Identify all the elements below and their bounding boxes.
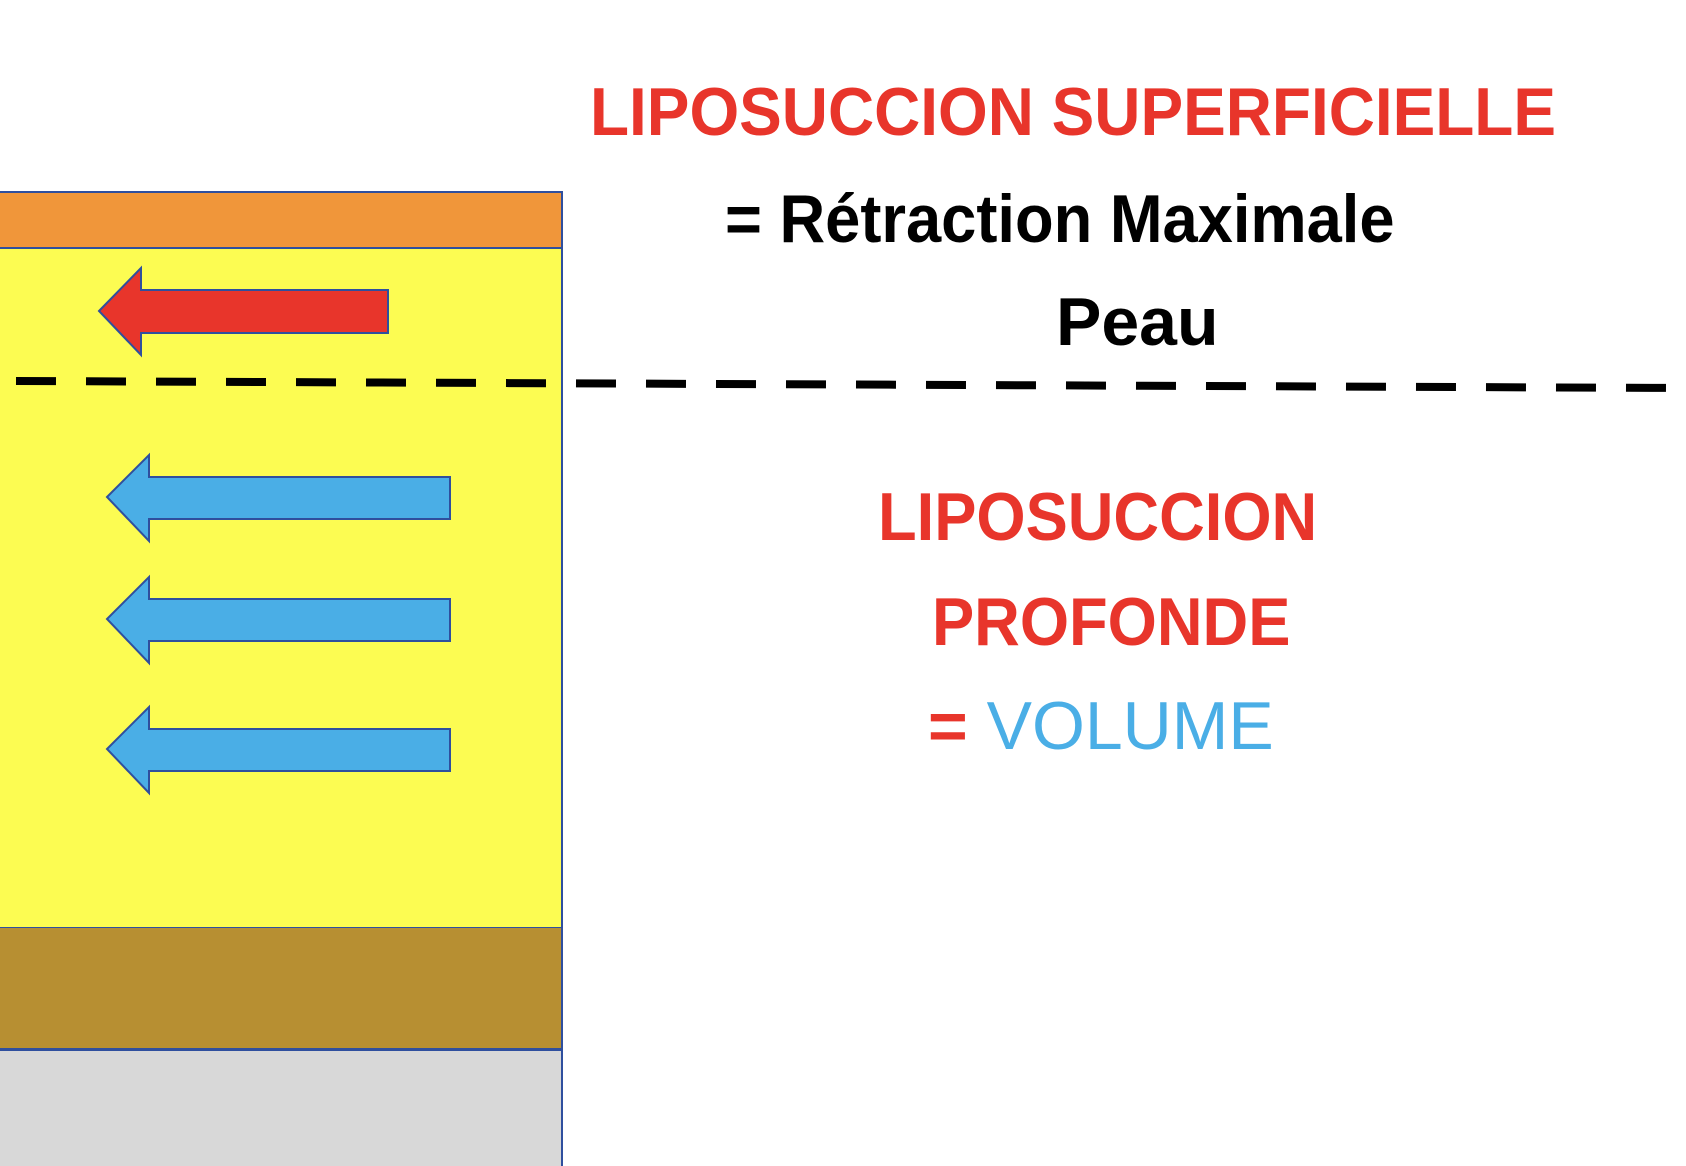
deep-arrow-2 [105, 574, 451, 666]
deep-title-line1: LIPOSUCCION [878, 479, 1318, 555]
superficial-title: LIPOSUCCION SUPERFICIELLE [590, 74, 1556, 150]
deep-title-line2: PROFONDE [932, 584, 1291, 660]
deep-equals-sign: = [928, 688, 987, 764]
skin-layer [0, 191, 563, 249]
deep-arrow-3 [105, 704, 451, 796]
superficial-effect-line: = Rétraction Maximale [725, 181, 1395, 257]
deep-arrow-1 [105, 452, 451, 544]
depth-divider-line [15, 377, 1683, 392]
deep-effect-volume: VOLUME [986, 688, 1274, 764]
superficial-arrow [97, 265, 389, 358]
fat-layer [0, 249, 563, 927]
bone-layer [0, 1051, 563, 1166]
deep-effect-line: = VOLUME [928, 692, 1274, 760]
muscle-layer [0, 927, 563, 1051]
superficial-effect-target: Peau [1056, 284, 1219, 360]
